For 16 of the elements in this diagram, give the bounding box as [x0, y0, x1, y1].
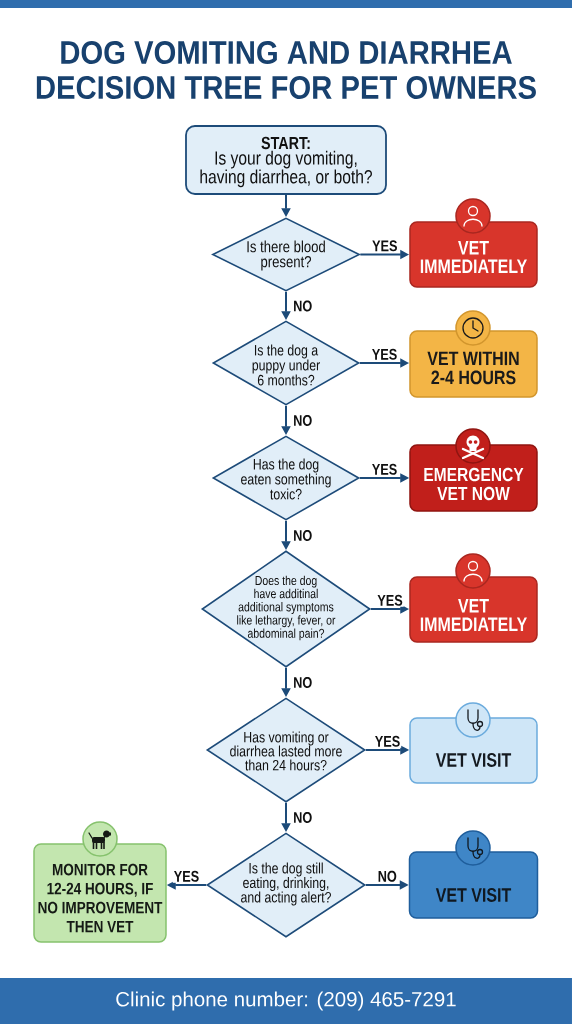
- edge-label: YES: [370, 347, 399, 361]
- edge-label: NO: [292, 529, 314, 542]
- edge-label: NO: [292, 414, 314, 427]
- start-box: START: Is your dog vomiting, having diarrhea, or both?: [185, 125, 387, 195]
- edge-label: YES: [172, 869, 201, 883]
- title: DOG VOMITING AND DIARRHEA DECISION TREE FOR PET OWNERS: [36, 41, 536, 99]
- edge-label: NO: [292, 299, 314, 313]
- edge-label: YES: [370, 462, 399, 476]
- edge-label: YES: [371, 239, 399, 253]
- edge-label: NO: [376, 869, 398, 883]
- edge-label: YES: [373, 734, 402, 748]
- outcome-box: MONITOR FOR 12-24 HOURS, IF NO IMPROVEMENT THEN VET: [33, 843, 167, 943]
- edge-label: NO: [292, 811, 314, 824]
- edge-label: YES: [376, 593, 404, 607]
- footer-banner: Clinic phone number: (209) 465-7291: [0, 978, 572, 1024]
- edge-label: NO: [292, 676, 314, 689]
